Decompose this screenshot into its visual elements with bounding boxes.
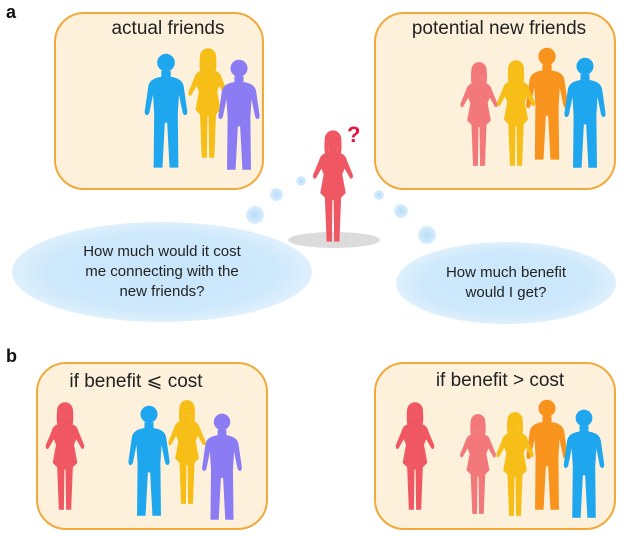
- cost-question-line: new friends?: [119, 283, 205, 300]
- new-friend-yellow-woman: [497, 60, 535, 166]
- benefit-question-text: How much benefit would I get?: [446, 263, 566, 303]
- cost-thought-bubble: How much would it cost me connecting wit…: [12, 222, 312, 322]
- thought-dot: [394, 204, 408, 218]
- benefit-le-cost-title: if benefit ⩽ cost: [69, 371, 203, 392]
- friend-purple-man-b: [202, 413, 242, 520]
- new-friend-blue-man-b: [563, 409, 605, 518]
- friend-blue-man: [144, 53, 188, 168]
- question-mark: ?: [347, 122, 360, 147]
- self-woman-joined: [395, 402, 435, 510]
- friend-blue-man-b: [128, 405, 170, 516]
- self-woman: [313, 130, 353, 242]
- cost-question-line: How much would it cost: [83, 243, 241, 260]
- thought-dot: [270, 188, 283, 201]
- thought-dot: [374, 190, 384, 200]
- new-friend-pink-woman: [460, 62, 498, 166]
- thought-dot: [296, 176, 306, 186]
- benefit-thought-bubble: How much benefit would I get?: [396, 242, 616, 324]
- panel-label-a: a: [6, 2, 17, 22]
- new-friend-pink-woman-b: [460, 414, 496, 514]
- benefit-question-line: would I get?: [465, 284, 547, 301]
- benefit-question-line: How much benefit: [445, 264, 567, 281]
- floor-shadow: [288, 232, 380, 248]
- new-friend-blue-man: [564, 57, 606, 168]
- potential-friends-title: potential new friends: [411, 18, 587, 39]
- friend-purple-man: [218, 59, 260, 170]
- thought-dot: [418, 226, 436, 244]
- cost-question-line: me connecting with the: [85, 263, 239, 280]
- panel-label-b: b: [6, 346, 17, 366]
- actual-friends-title: actual friends: [111, 18, 225, 39]
- cost-question-text: How much would it cost me connecting wit…: [83, 242, 241, 302]
- thought-dot: [246, 206, 264, 224]
- new-friend-yellow-woman-b: [496, 412, 534, 516]
- friend-yellow-woman-b: [168, 400, 206, 504]
- self-woman-alone: [45, 402, 85, 510]
- benefit-gt-cost-title: if benefit > cost: [435, 370, 565, 391]
